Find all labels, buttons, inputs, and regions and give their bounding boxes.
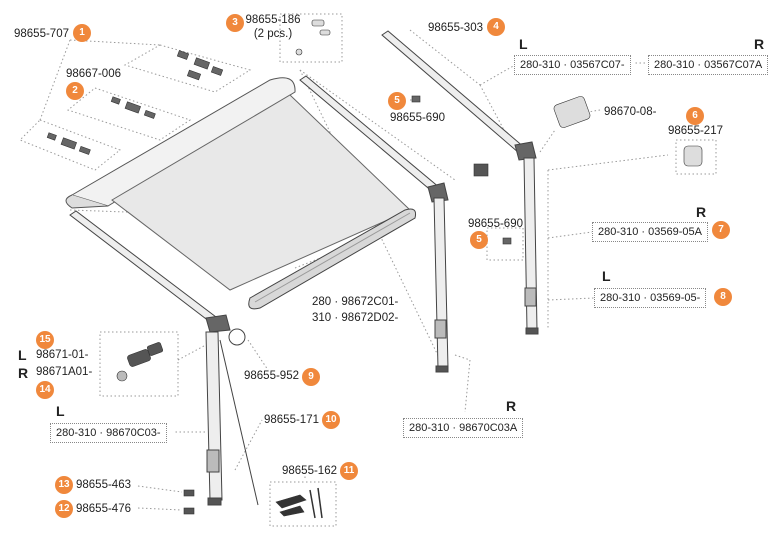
middle-support-arm bbox=[299, 75, 449, 373]
part-11-code: 98655-162 bbox=[282, 465, 337, 477]
part-8-code: 280-310 · 03569-05- bbox=[594, 288, 707, 308]
roller-code-280: 280 · 98672C01- bbox=[312, 296, 399, 308]
part-15-badge: 15 bbox=[36, 331, 54, 349]
left-leg-code: 280-310 · 98670C03- bbox=[50, 423, 167, 443]
cap-code: 98670-08- bbox=[604, 106, 657, 118]
part-1-code: 98655-707 bbox=[14, 28, 69, 40]
part-15-side-mark: L bbox=[18, 347, 27, 363]
right-leg-side-mark: R bbox=[506, 398, 517, 414]
part-9-code: 98655-952 bbox=[244, 370, 299, 382]
part-12-badge: 12 bbox=[55, 500, 73, 518]
left-leg-side-mark: L bbox=[56, 403, 65, 419]
part-7-badge: 7 bbox=[712, 221, 730, 239]
part-10-code: 98655-171 bbox=[264, 414, 319, 426]
part-8-badge: 8 bbox=[714, 288, 732, 306]
part-7-side-mark: R bbox=[696, 204, 707, 220]
part-3-code: 98655-186 bbox=[245, 14, 301, 26]
part-15-code: 98671-01- bbox=[36, 349, 89, 361]
left-support-arm bbox=[69, 210, 259, 506]
part-14-badge: 14 bbox=[36, 381, 54, 399]
part-7-code: 280-310 · 03569-05A bbox=[592, 222, 708, 242]
group-frames bbox=[19, 13, 717, 527]
part-3-note: (2 pcs.) bbox=[253, 28, 293, 40]
part-2-badge: 2 bbox=[66, 82, 84, 100]
awning-canopy bbox=[65, 77, 411, 291]
part-14-side-mark: R bbox=[18, 365, 29, 381]
part-9-badge: 9 bbox=[302, 368, 320, 386]
part-12-code: 98655-476 bbox=[76, 503, 131, 515]
part-4-badge: 4 bbox=[487, 18, 505, 36]
part-5-code: 98655-690 bbox=[390, 112, 445, 124]
part-6-code: 98655-217 bbox=[668, 125, 723, 137]
part-5-badge: 5 bbox=[388, 92, 406, 110]
part-5b-badge: 5 bbox=[470, 231, 488, 249]
part-3-badge: 3 bbox=[226, 14, 244, 32]
part-4-right-code: 280-310 · 03567C07A bbox=[648, 55, 769, 75]
part-4-right-mark: R bbox=[754, 36, 765, 52]
part-11-badge: 11 bbox=[340, 462, 358, 480]
part-2-code: 98667-006 bbox=[66, 68, 121, 80]
part-13-badge: 13 bbox=[55, 476, 73, 494]
right-leg-code: 280-310 · 98670C03A bbox=[403, 418, 524, 438]
part-13-code: 98655-463 bbox=[76, 479, 131, 491]
part-1-badge: 1 bbox=[73, 24, 91, 42]
part-14-code: 98671A01- bbox=[36, 366, 93, 378]
roller-code-310: 310 · 98672D02- bbox=[312, 312, 399, 324]
part-4-left-mark: L bbox=[519, 36, 528, 52]
part-10-badge: 10 bbox=[322, 411, 340, 429]
part-4-left-code: 280-310 · 03567C07- bbox=[514, 55, 631, 75]
roller-tube bbox=[248, 208, 416, 310]
part-5b-code: 98655-690 bbox=[468, 218, 523, 230]
small-parts bbox=[46, 19, 703, 519]
part-6-badge: 6 bbox=[686, 107, 704, 125]
part-4-code: 98655-303 bbox=[428, 22, 483, 34]
right-support-arm bbox=[381, 30, 539, 335]
part-8-side-mark: L bbox=[602, 268, 611, 284]
